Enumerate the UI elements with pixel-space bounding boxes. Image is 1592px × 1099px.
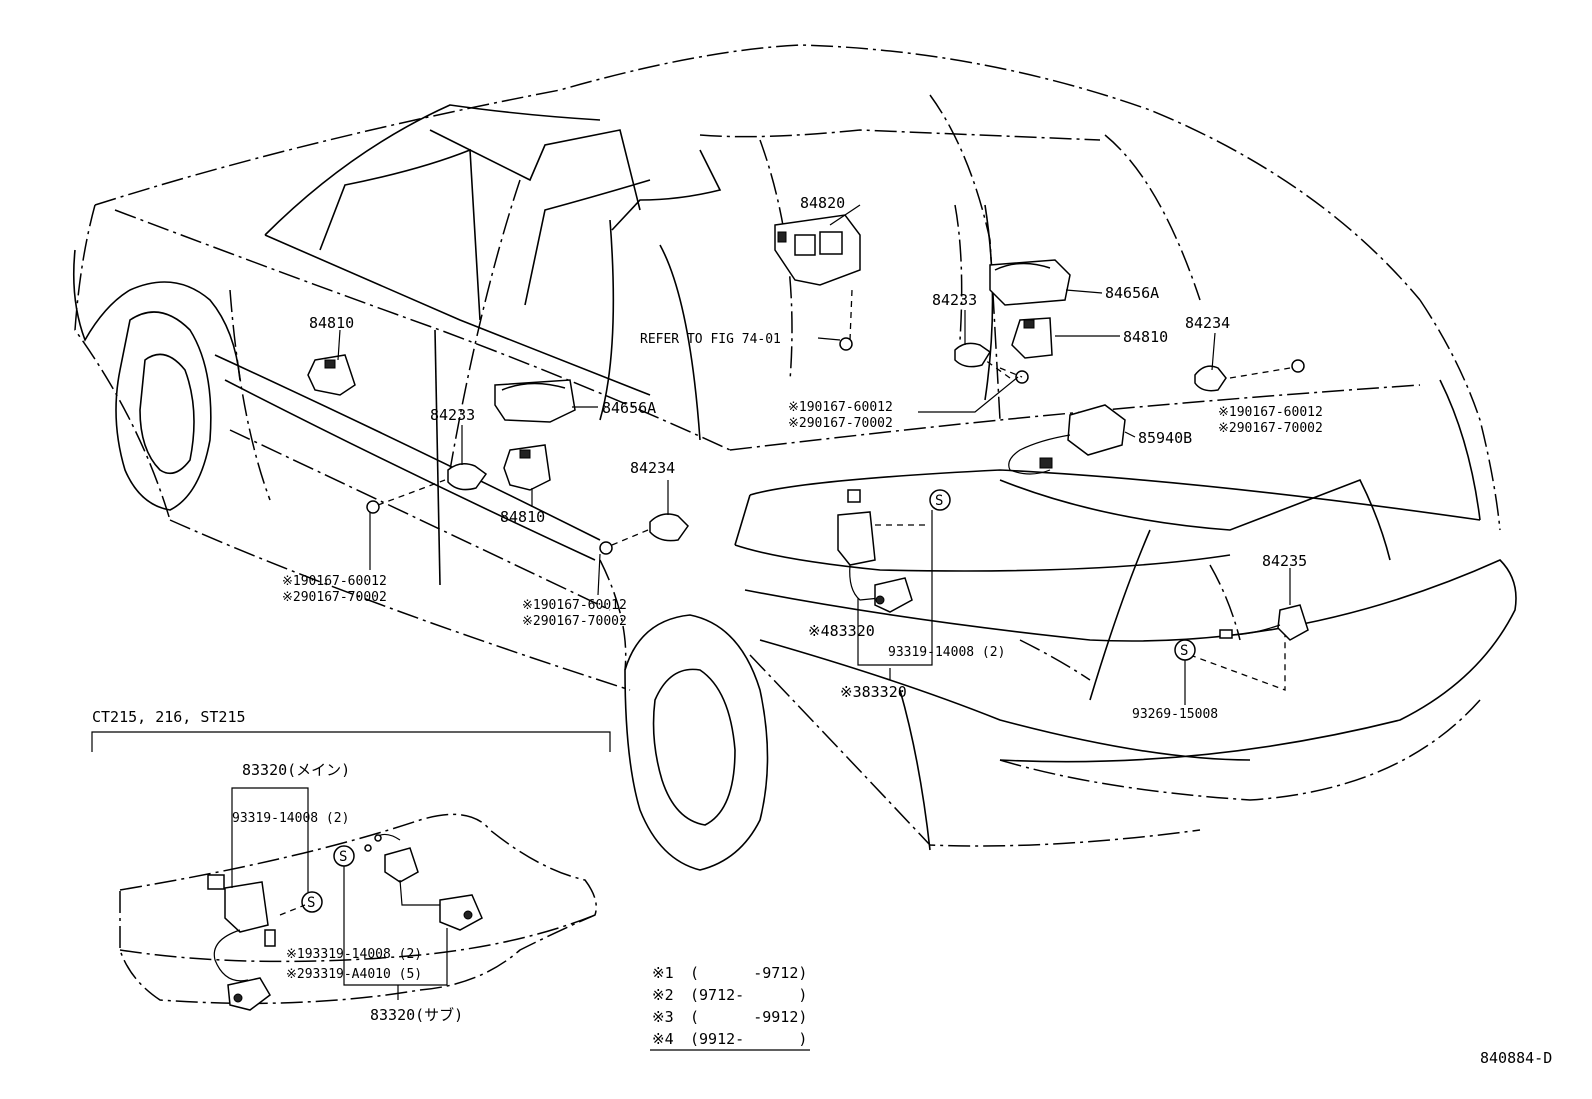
label-93319-tank: 93319-14008 (2) — [888, 645, 1005, 660]
label-84233-front: 84233 — [430, 406, 475, 424]
part-84234-front-lamp — [649, 513, 689, 542]
label-84820: 84820 — [800, 194, 845, 212]
part-84810-front-switch — [307, 354, 356, 396]
legend-mark-4: ※4 — [652, 1030, 674, 1048]
legend-range-2: (9712- ) — [690, 986, 807, 1004]
part-84233-rear-lamp — [954, 342, 992, 368]
legend: ※1 ( -9712) ※2 (9712- ) ※3 ( -9912) ※4 (… — [650, 964, 810, 1051]
s-marker-tank: S — [929, 489, 951, 511]
label-mid-note2: ※290167-70002 — [788, 416, 893, 431]
legend-range-1: ( -9712) — [690, 964, 807, 982]
part-84810-mid-switch — [503, 444, 551, 491]
label-84810-mid: 84810 — [500, 508, 545, 526]
figure-id: 840884-D — [1480, 1049, 1552, 1067]
inset-screw: 93319-14008 (2) — [232, 811, 349, 826]
label-3-83320: ※383320 — [840, 683, 907, 701]
label-84810-rear: 84810 — [1123, 328, 1168, 346]
label-84234-rear: 84234 — [1185, 314, 1230, 332]
inset-note1: ※193319-14008 (2) — [286, 947, 422, 962]
legend-mark-1: ※1 — [652, 964, 674, 982]
inset-title: CT215, 216, ST215 — [92, 708, 246, 726]
svg-text:S: S — [935, 493, 943, 509]
car-body-outline — [72, 44, 1517, 871]
label-84234-front: 84234 — [630, 459, 675, 477]
leader-lines — [337, 204, 1291, 705]
label-84233-rear: 84233 — [932, 291, 977, 309]
label-fr-note1: ※190167-60012 — [522, 598, 627, 613]
inset-note2: ※293319-A4010 (5) — [286, 967, 422, 982]
part-84656a-front-bezel — [494, 379, 576, 423]
label-rr-note1: ※190167-60012 — [1218, 405, 1323, 420]
part-84656a-rear-bezel — [989, 259, 1071, 306]
inset-ct215: CT215, 216, ST215 S S 83320(メイン) 93319-1… — [91, 708, 611, 1024]
legend-range-3: ( -9912) — [690, 1008, 807, 1026]
part-85940b-relay — [1008, 404, 1126, 475]
svg-text:S: S — [1180, 643, 1188, 659]
legend-range-4: (9912- ) — [690, 1030, 807, 1048]
label-4-83320: ※483320 — [808, 622, 875, 640]
callout-labels: 84820 84656A 84233 84810 84234 REFER TO … — [282, 194, 1323, 722]
label-84656a-front: 84656A — [602, 399, 656, 417]
label-84235: 84235 — [1262, 552, 1307, 570]
label-mid-note1: ※190167-60012 — [788, 400, 893, 415]
label-refer-fig: REFER TO FIG 74-01 — [640, 332, 781, 347]
part-84235-switch — [1219, 604, 1309, 641]
s-marker-bumper: S — [1174, 639, 1196, 661]
part-84234-rear-lamp — [1194, 365, 1227, 392]
part-84233-front-lamp — [447, 463, 488, 491]
part-84810-rear-switch — [1011, 317, 1053, 359]
inset-sub-unit: 83320(サブ) — [370, 1006, 463, 1024]
svg-text:S: S — [307, 895, 315, 911]
legend-mark-3: ※3 — [652, 1008, 674, 1026]
svg-text:S: S — [339, 849, 347, 865]
part-84820-switch — [774, 214, 861, 286]
part-83320-fuel-sender — [837, 489, 913, 613]
label-84810-front: 84810 — [309, 314, 354, 332]
assembly-lines — [377, 289, 1291, 691]
label-84656a-rear: 84656A — [1105, 284, 1159, 302]
part-bulbs — [366, 337, 1305, 555]
label-93269: 93269-15008 — [1132, 707, 1218, 722]
label-85940b: 85940B — [1138, 429, 1192, 447]
label-fl-note1: ※190167-60012 — [282, 574, 387, 589]
inset-main-unit: 83320(メイン) — [242, 761, 350, 779]
label-fl-note2: ※290167-70002 — [282, 590, 387, 605]
legend-mark-2: ※2 — [652, 986, 674, 1004]
label-rr-note2: ※290167-70002 — [1218, 421, 1323, 436]
label-fr-note2: ※290167-70002 — [522, 614, 627, 629]
